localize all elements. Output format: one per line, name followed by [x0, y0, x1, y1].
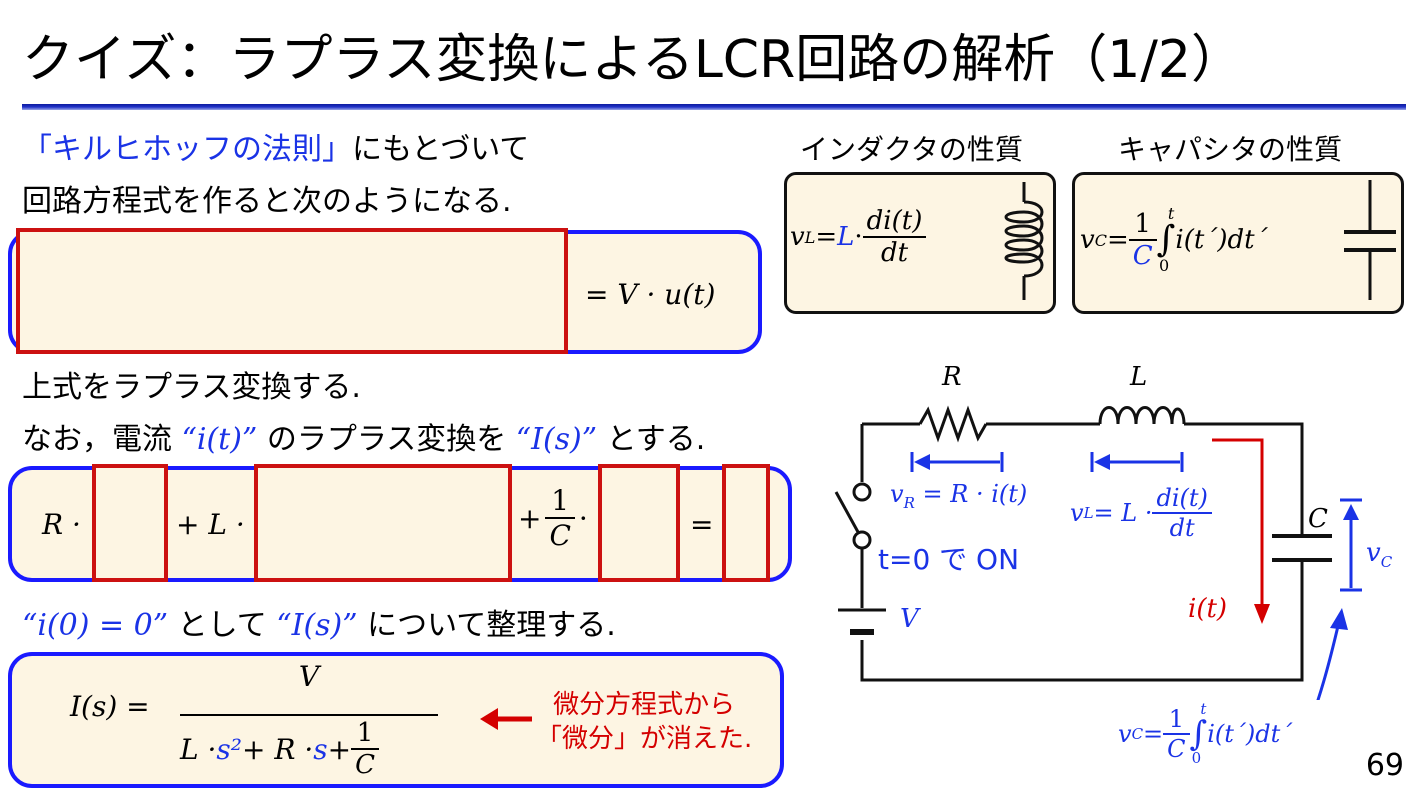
current-label: i(t): [1188, 594, 1228, 624]
resistor-label: R: [942, 362, 962, 392]
vr-label: vR = R · i(t): [890, 480, 1028, 512]
answer-blank-c-term[interactable]: [598, 464, 680, 582]
title-underline: [22, 104, 1406, 110]
answer-blank-rhs[interactable]: [722, 464, 770, 582]
result-fraction-bar: [180, 714, 438, 716]
inductor-label: L: [1130, 362, 1148, 392]
answer-blank-l-term[interactable]: [254, 464, 512, 582]
capacitor-card: [1072, 172, 1404, 314]
capacitor-card-label: キャパシタの性質: [1118, 133, 1343, 166]
l-term: + L ·: [176, 508, 245, 541]
page-number: 69: [1365, 748, 1404, 783]
result-numerator: V: [298, 660, 320, 693]
intro-line-2: 回路方程式を作ると次のようになる.: [22, 184, 512, 219]
capacitor-label: C: [1308, 504, 1328, 534]
answer-blank-r-term[interactable]: [92, 464, 168, 582]
c-term: + 1 C ·: [518, 484, 588, 552]
result-lhs: I(s) =: [70, 690, 150, 723]
result-equation-box: [8, 652, 784, 788]
answer-blank-circuit-equation[interactable]: [16, 228, 568, 354]
equals-sign: =: [690, 508, 714, 541]
vc-label: vC: [1366, 538, 1393, 572]
result-denominator: L · s² + R · s + 1 C: [180, 718, 379, 780]
lcr-circuit-diagram: [834, 405, 1362, 700]
intro-line-1: 「キルヒホッフの法則」にもとづいて: [22, 132, 530, 167]
laplace-line-1: 上式をラプラス変換する.: [22, 370, 361, 405]
inductor-symbol: [1098, 406, 1186, 425]
page-title: クイズ：ラプラス変換によるLCR回路の解析（1/2）: [22, 30, 1243, 90]
kirchhoff-law-label: 「キルヒホッフの法則」: [22, 132, 352, 167]
voltage-source-label: V: [900, 604, 919, 634]
laplace-line-2: なお，電流 “i(t)” のラプラス変換を “I(s)” とする.: [22, 422, 706, 457]
equation-rhs: = V · u(t): [585, 278, 716, 311]
current-symbol: “i(t)”: [181, 422, 258, 457]
switch-note: t=0 で ON: [878, 543, 1020, 576]
inductor-coil-icon: [1004, 182, 1044, 300]
integral-icon: ∫: [1156, 219, 1176, 260]
left-arrow-icon: [480, 708, 532, 730]
one-over-c-fraction: 1 C: [545, 484, 575, 552]
capacitor-symbol-icon: [1344, 180, 1396, 300]
inductor-card-label: インダクタの性質: [800, 133, 1023, 166]
integral-icon: ∫: [1189, 714, 1208, 754]
resistor-symbol: [918, 405, 988, 443]
organize-line: “i(0) = 0” として “I(s)” について整理する.: [22, 608, 616, 643]
result-note: 微分方程式から 「微分」が消えた.: [536, 690, 753, 754]
r-term: R ·: [42, 508, 81, 541]
laplace-current-symbol: “I(s)”: [515, 422, 598, 457]
